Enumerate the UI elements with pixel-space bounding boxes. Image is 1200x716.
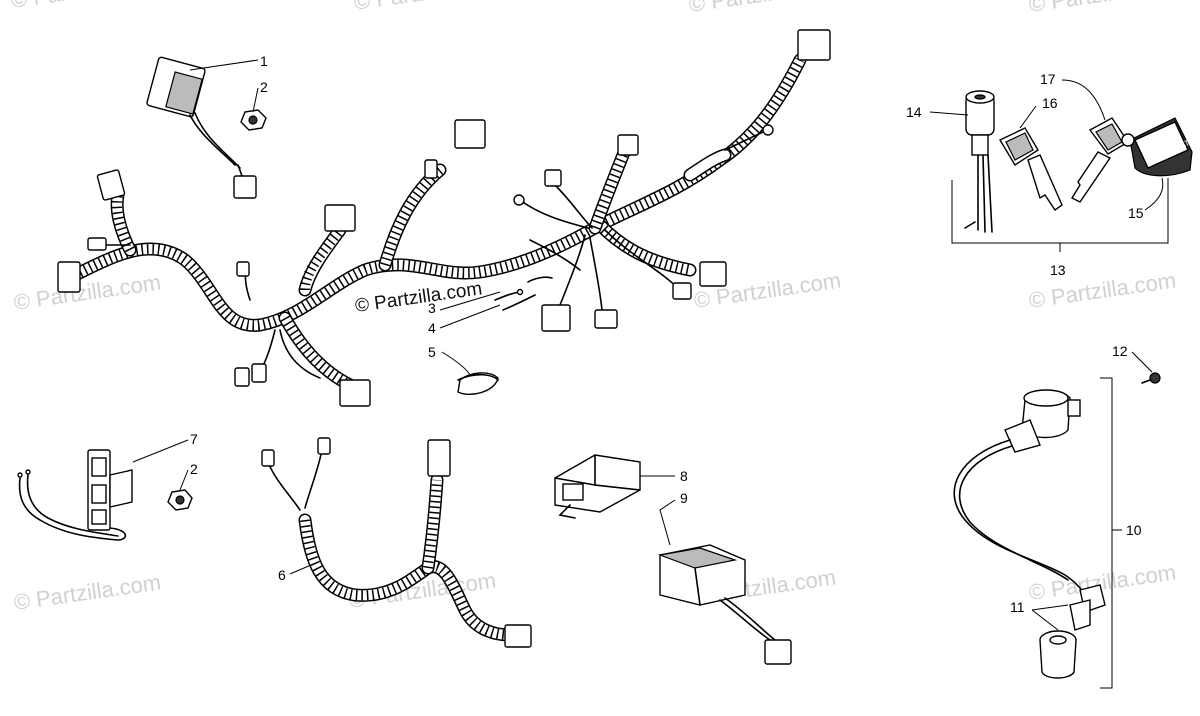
callout-8: 8	[680, 468, 688, 484]
callout-4: 4	[428, 320, 436, 336]
callout-14: 14	[906, 104, 922, 120]
watermark: © Partzilla.com	[687, 0, 837, 17]
callout-2: 2	[260, 79, 268, 95]
callout-11: 11	[1010, 599, 1025, 615]
watermark: © Partzilla.com	[1027, 0, 1177, 17]
nut-part-2-lower	[167, 489, 193, 511]
callout-15: 15	[1128, 205, 1144, 221]
watermark: © Partzilla.com	[12, 570, 162, 615]
watermark-center: © Partzilla.com	[354, 278, 484, 317]
module-part-9	[657, 544, 792, 665]
callout-10: 10	[1126, 522, 1142, 538]
callout-1: 1	[260, 53, 268, 69]
leader-lines	[132, 59, 1164, 631]
callout-6: 6	[278, 567, 286, 583]
callout-16: 16	[1042, 95, 1058, 111]
callout-3: 3	[428, 300, 436, 316]
callout-17: 17	[1040, 71, 1056, 87]
callout-12: 12	[1112, 343, 1128, 359]
watermark: © Partzilla.com	[12, 270, 162, 315]
relay-bracket-part-7	[17, 449, 133, 541]
callout-7: 7	[190, 431, 198, 447]
key-part-17	[1071, 117, 1129, 203]
plug-boot-part-11	[1039, 630, 1077, 679]
nut-part-2	[240, 109, 267, 131]
screw-part-12	[1141, 372, 1161, 384]
cable-tie-part-5	[457, 372, 499, 396]
sub-harness-part-6	[261, 437, 532, 648]
key-part-16	[999, 127, 1063, 211]
main-wiring-harness	[57, 29, 831, 407]
connector-part-8	[554, 454, 641, 519]
voltage-regulator-part-1	[146, 56, 257, 199]
clip-parts-3-4	[494, 276, 553, 311]
watermark: © Partzilla.com	[352, 0, 502, 15]
callout-5: 5	[428, 344, 436, 360]
callout-9: 9	[680, 490, 688, 506]
bracket-10	[1100, 377, 1113, 689]
ignition-switch-part-14	[964, 90, 995, 233]
callout-13: 13	[1050, 262, 1066, 278]
ignition-coil-part-10	[953, 389, 1106, 631]
callout-labels: 1 2 3 4 5 6 7 2 8 9 10 11 12 13 14 15 16…	[190, 53, 1144, 615]
key-fob-part-15: ARCTIC CAT	[1121, 117, 1193, 177]
watermark: © Partzilla.com	[9, 0, 159, 13]
callout-2: 2	[190, 461, 198, 477]
